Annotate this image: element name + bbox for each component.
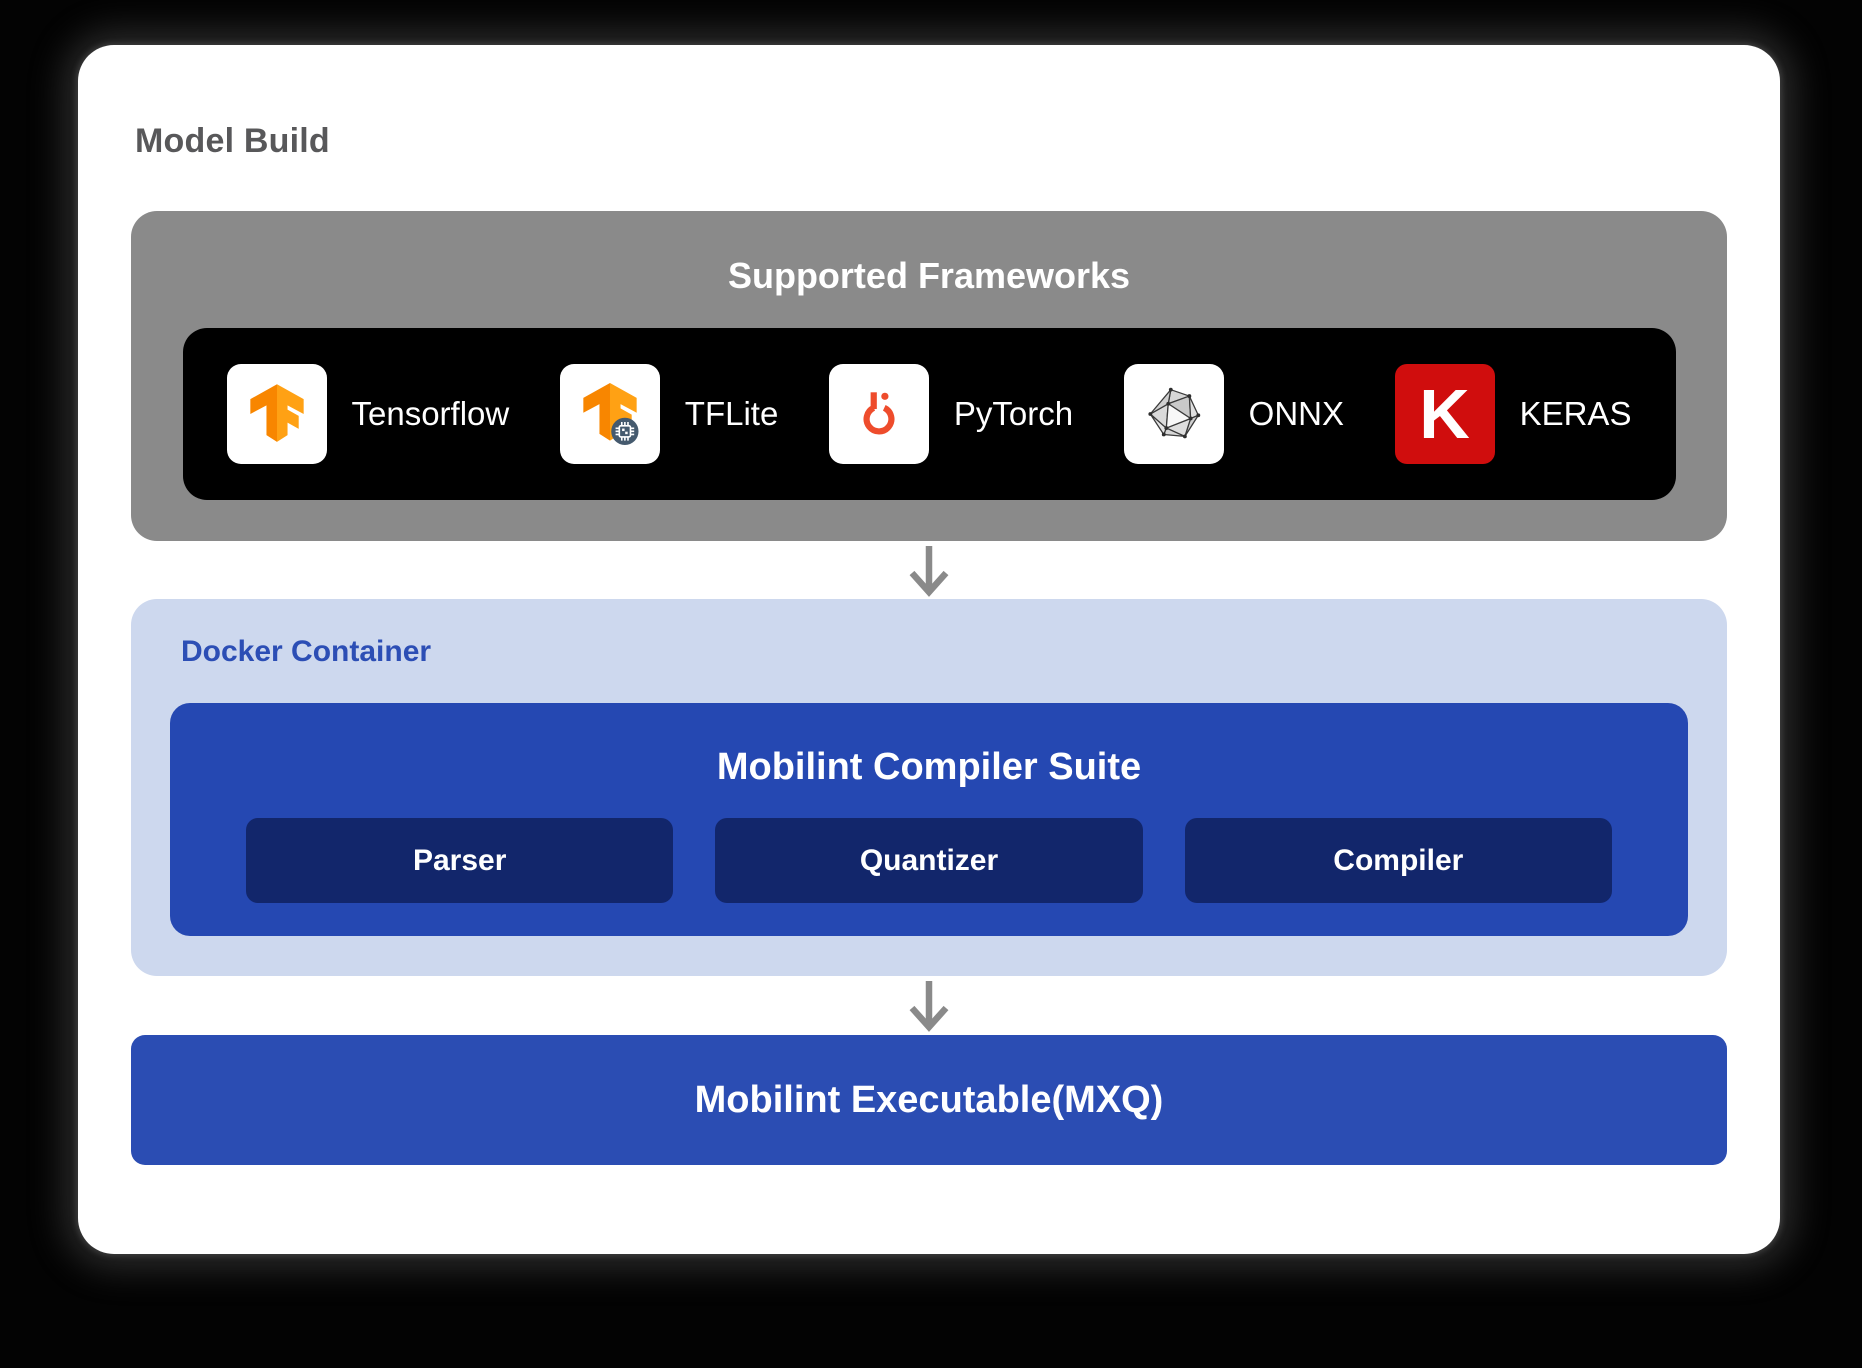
executable-panel: Mobilint Executable(MXQ) bbox=[131, 1035, 1727, 1165]
framework-item-tensorflow: Tensorflow bbox=[226, 364, 510, 464]
arrow-down-icon bbox=[909, 981, 949, 1032]
compiler-stages-row: Parser Quantizer Compiler bbox=[170, 818, 1688, 903]
framework-label: ONNX bbox=[1248, 395, 1345, 432]
supported-frameworks-panel: Supported Frameworks Tensorflow bbox=[131, 211, 1727, 541]
docker-container-panel: Docker Container Mobilint Compiler Suite… bbox=[131, 599, 1727, 976]
stage-compiler: Compiler bbox=[1184, 818, 1612, 903]
framework-label: KERAS bbox=[1519, 395, 1632, 432]
pytorch-icon bbox=[828, 364, 929, 464]
arrow-down-icon bbox=[909, 546, 949, 597]
executable-label: Mobilint Executable(MXQ) bbox=[694, 1078, 1164, 1121]
framework-label: Tensorflow bbox=[351, 395, 510, 432]
frameworks-logo-bar: Tensorflow bbox=[182, 328, 1676, 500]
framework-label: PyTorch bbox=[953, 395, 1074, 432]
onnx-icon bbox=[1123, 364, 1224, 464]
model-build-card: Model Build Supported Frameworks Tensorf… bbox=[78, 45, 1780, 1254]
keras-k-letter: K bbox=[1419, 375, 1470, 453]
framework-item-onnx: ONNX bbox=[1123, 364, 1345, 464]
framework-item-tflite: TFLite bbox=[559, 364, 779, 464]
tensorflow-icon bbox=[226, 364, 327, 464]
chip-badge-icon bbox=[611, 417, 639, 445]
docker-container-label: Docker Container bbox=[181, 635, 432, 668]
framework-label: TFLite bbox=[684, 395, 779, 432]
framework-item-keras: K KERAS bbox=[1394, 364, 1632, 464]
supported-frameworks-title: Supported Frameworks bbox=[727, 255, 1131, 296]
compiler-suite-title: Mobilint Compiler Suite bbox=[716, 746, 1142, 788]
page-title: Model Build bbox=[135, 122, 330, 160]
compiler-suite-panel: Mobilint Compiler Suite Parser Quantizer… bbox=[170, 703, 1688, 936]
keras-icon: K bbox=[1394, 364, 1495, 464]
tflite-icon bbox=[559, 364, 660, 464]
stage-quantizer: Quantizer bbox=[715, 818, 1143, 903]
framework-item-pytorch: PyTorch bbox=[828, 364, 1074, 464]
stage-parser: Parser bbox=[246, 818, 674, 903]
